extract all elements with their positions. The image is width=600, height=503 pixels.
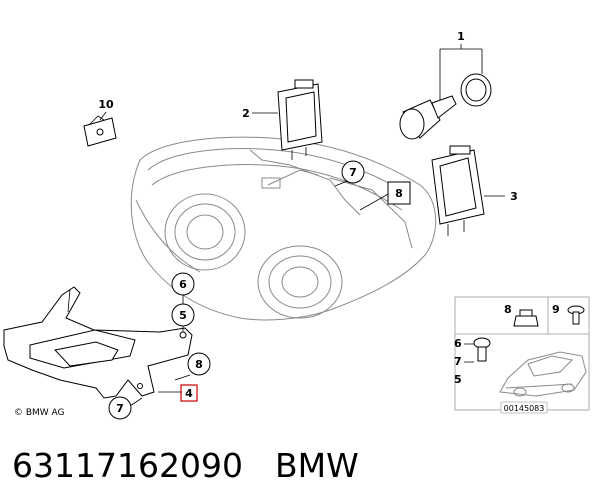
- copyright-label: © BMW AG: [14, 408, 65, 418]
- callout-1: 1: [457, 30, 465, 43]
- callout-7b-circle: [108, 396, 132, 420]
- callout-8b-circle: [187, 352, 211, 376]
- inset-num-9: 9: [552, 303, 560, 316]
- inset-num-7: 7: [454, 355, 462, 368]
- callout-10: 10: [98, 98, 114, 111]
- callout-7b: 7: [116, 402, 124, 415]
- callout-6: 6: [179, 278, 187, 291]
- document-id: 00145083: [504, 404, 545, 413]
- parts-diagram: 1 2 3 10 7 8 6 5 8 4 7 © BMW AG 8 9 6 7 …: [3, 30, 590, 420]
- callout-8a-box: [387, 181, 411, 205]
- part-10-clip-nut: [83, 115, 117, 147]
- inset-num-8: 8: [504, 303, 512, 316]
- part-number: 63117162090: [12, 445, 243, 485]
- callout-7a: 7: [349, 166, 357, 179]
- inset-part-9-screw: [567, 305, 585, 325]
- headlight-housing: [130, 136, 437, 321]
- callout-5: 5: [179, 309, 187, 322]
- callout-4: 4: [185, 387, 193, 400]
- callout-6-circle: [171, 272, 195, 296]
- inset-num-5: 5: [454, 373, 462, 386]
- leader-lines: [99, 44, 505, 407]
- inset-num-6: 6: [454, 337, 462, 350]
- part-2-cover: [277, 79, 323, 160]
- callout-3: 3: [510, 190, 518, 203]
- highlight-box: [180, 384, 198, 402]
- inset-part-8-clip: [513, 309, 539, 327]
- brand-name: BMW: [274, 445, 359, 485]
- part-4-bracket: [3, 286, 193, 399]
- part-3-cover: [431, 145, 485, 236]
- callout-5-circle: [171, 303, 195, 327]
- caption: 63117162090 BMW: [12, 440, 359, 490]
- callout-8b: 8: [195, 358, 203, 371]
- part-1-bulb-socket: [399, 73, 492, 140]
- callout-8a: 8: [395, 187, 403, 200]
- inset-panel: 8 9 6 7 5 00145083: [454, 296, 590, 414]
- callout-2: 2: [242, 107, 250, 120]
- inset-part-6-7-fastener: [473, 337, 491, 362]
- callout-7a-circle: [341, 160, 365, 184]
- inset-vehicle: [499, 351, 587, 397]
